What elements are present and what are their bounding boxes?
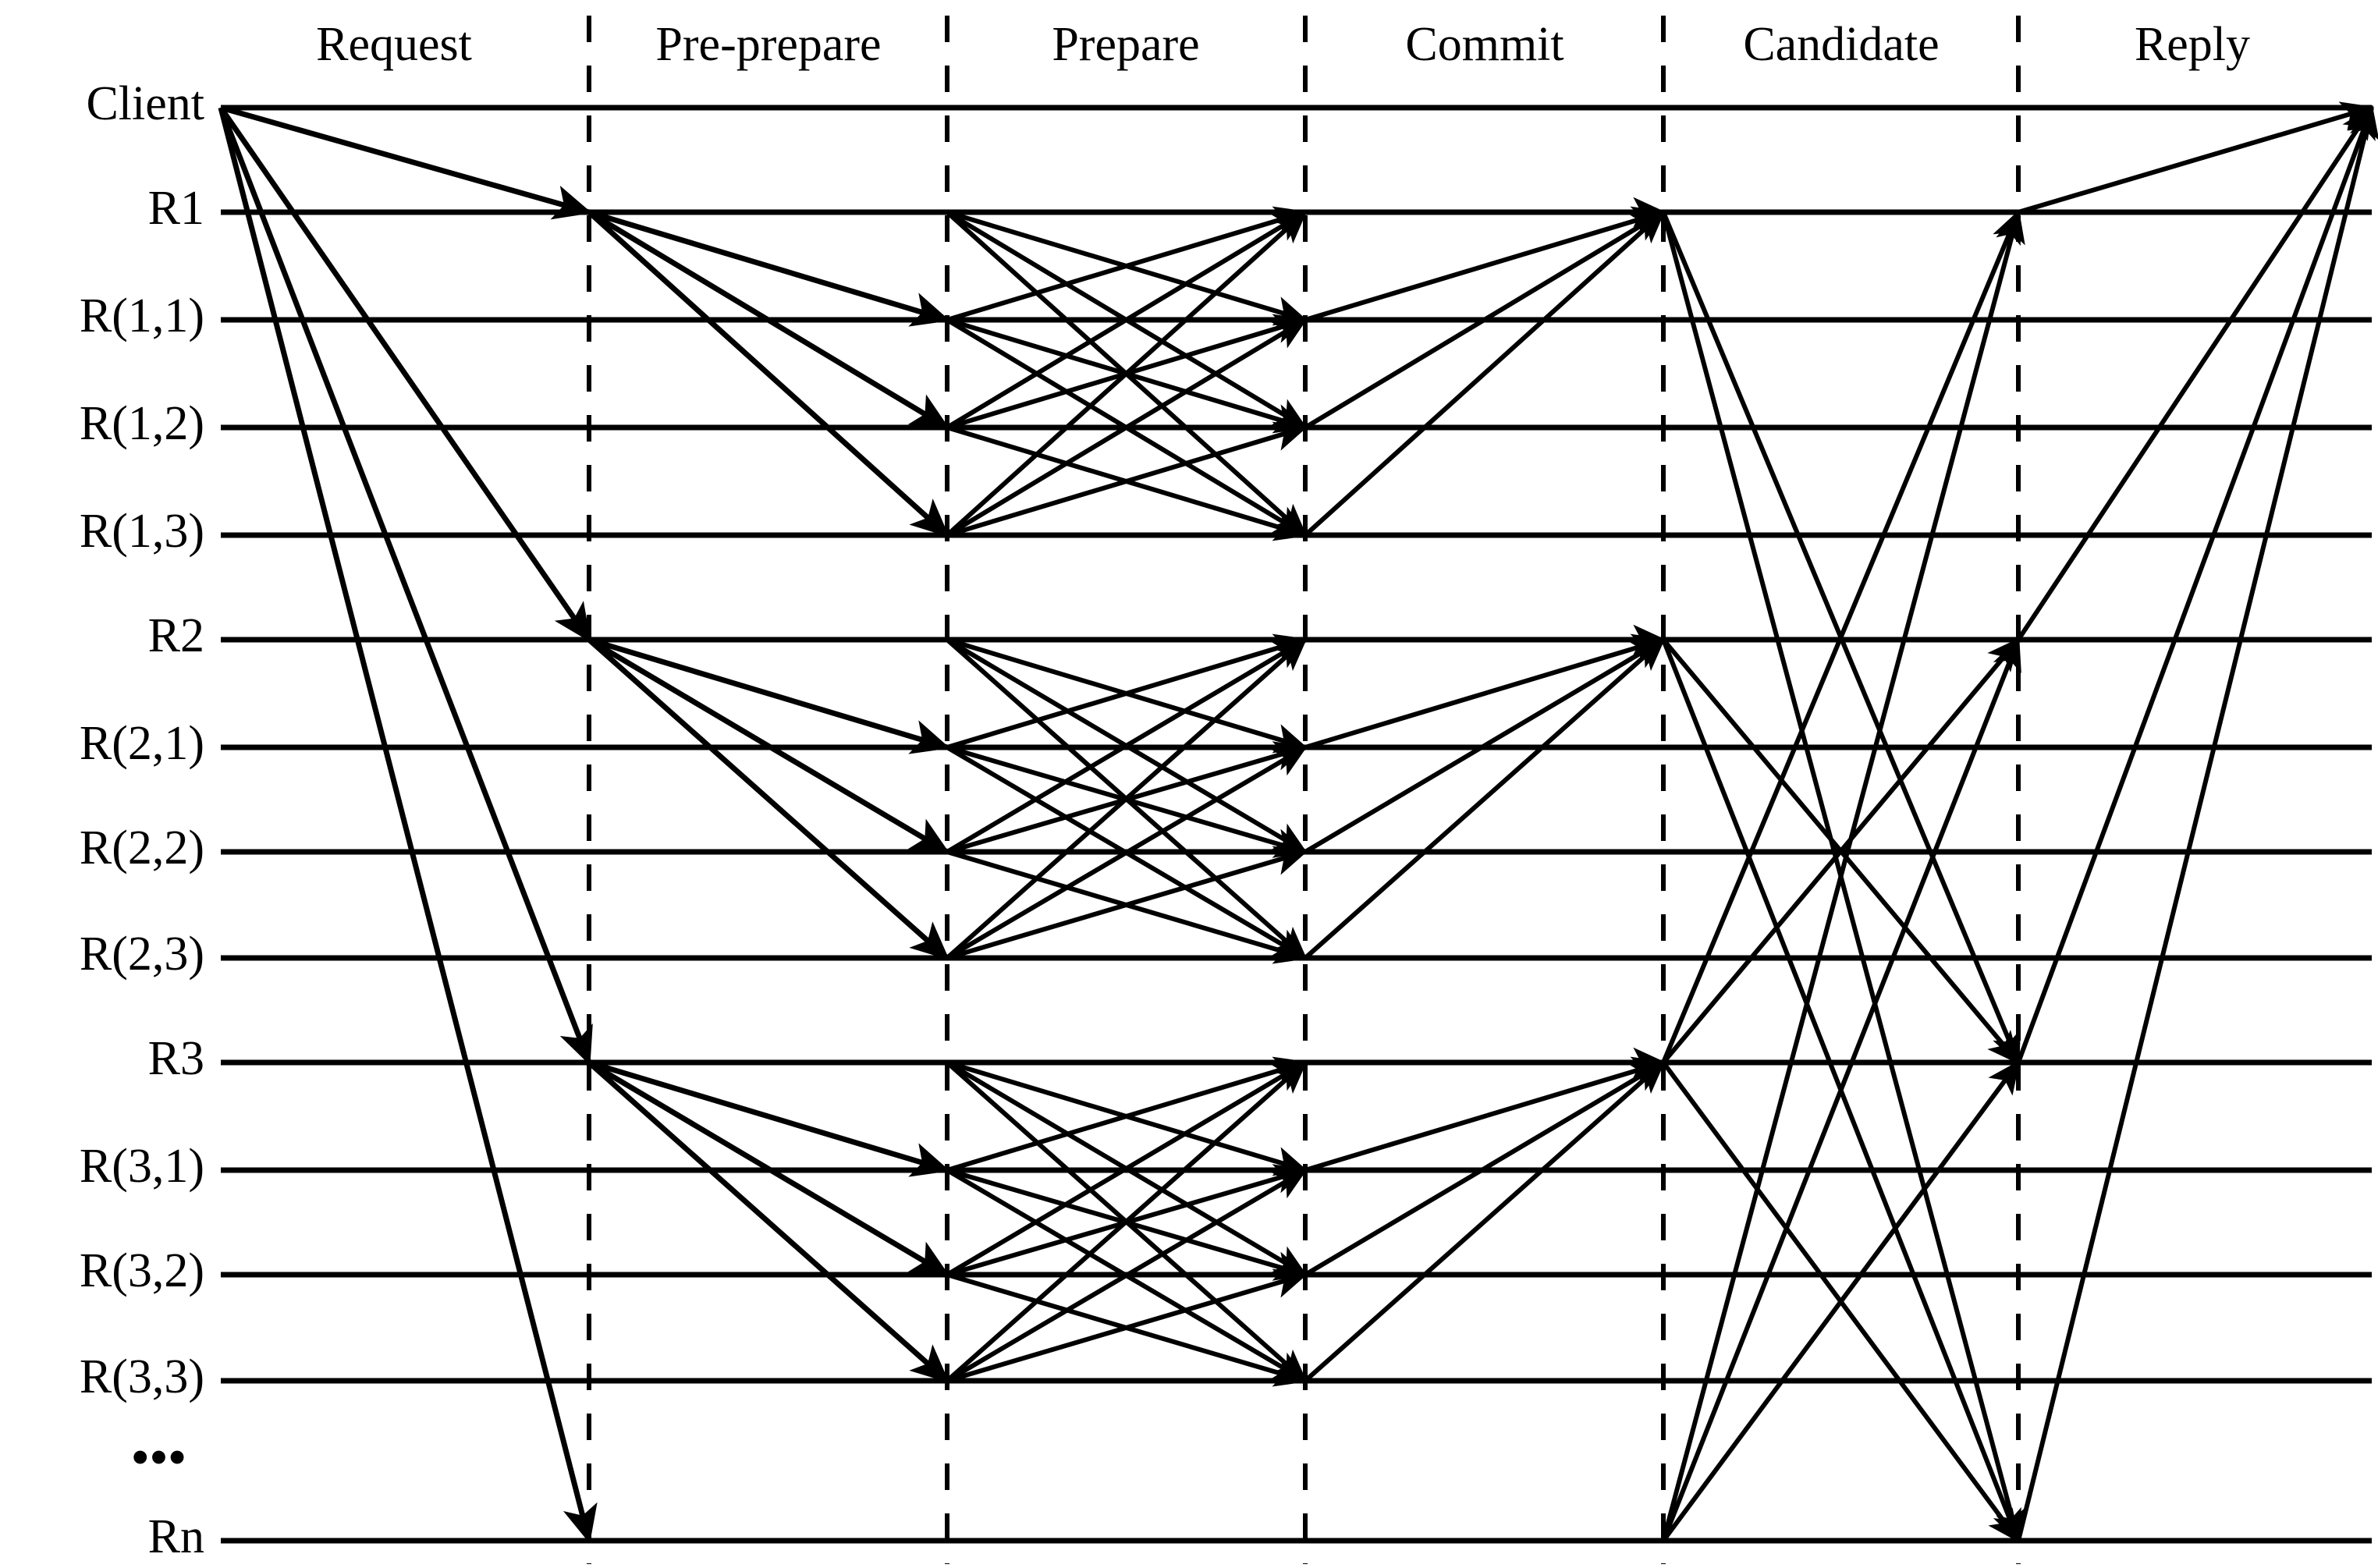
phase-dividers-group (587, 16, 2021, 1564)
msg-candidate-r1-to-r3 (1661, 211, 2021, 1066)
msg-prepare-r23-to-r2 (946, 637, 1308, 960)
lane-label-r2: R2 (147, 609, 204, 662)
phase-label-commit: Commit (1405, 18, 1564, 71)
phase-label-prepare: Prepare (1052, 18, 1200, 71)
msg-preprepare-r3-to-r31 (587, 1059, 950, 1177)
msg-prepare-r32-to-r3 (946, 1060, 1308, 1277)
lane-label-client: Client (86, 77, 204, 130)
msg-prepare-r31-to-r3 (946, 1056, 1308, 1172)
msg-prepare-r33-to-r3 (946, 1060, 1308, 1383)
msg-request-client-to-rn (218, 107, 598, 1544)
msg-preprepare-r3-to-r32 (587, 1059, 950, 1278)
msg-reply-r2-to-client (2016, 105, 2374, 641)
msg-commit-r23-to-r2 (1304, 637, 1666, 960)
msg-commit-r11-to-r1 (1304, 206, 1666, 322)
msg-preprepare-r2-to-r22 (587, 637, 950, 855)
msg-reply-r1-to-client (2018, 101, 2375, 215)
msg-commit-r32-to-r3 (1304, 1060, 1666, 1277)
msg-commit-r31-to-r3 (1304, 1056, 1666, 1172)
msg-candidate-r2-to-rn (1661, 638, 2021, 1544)
msg-preprepare-r3-to-r33 (587, 1060, 949, 1383)
msg-commit-r13-to-r1 (1303, 210, 1666, 537)
msg-prepare-r33-to-r31 (946, 1168, 1308, 1383)
lane-label-r13: R(1,3) (79, 505, 204, 558)
lane-label-r21: R(2,1) (79, 717, 204, 770)
msg-commit-r12-to-r1 (1304, 210, 1666, 430)
msg-preprepare-r1-to-r13 (587, 210, 949, 537)
msg-prepare-r12-to-r1 (946, 210, 1308, 430)
msg-preprepare-r2-to-r23 (587, 637, 949, 960)
phase-label-pre-prepare: Pre-prepare (655, 18, 882, 71)
msg-preprepare-r1-to-r11 (587, 209, 950, 327)
lane-label-r33: R(3,3) (79, 1350, 204, 1403)
msg-prepare-r13-to-r11 (946, 318, 1308, 537)
lane-label-r11: R(1,1) (79, 289, 204, 342)
msg-candidate-rn-to-r3 (1661, 1060, 2021, 1542)
msg-request-client-to-r3 (218, 106, 593, 1066)
phase-label-reply: Reply (2134, 18, 2251, 71)
msg-commit-r21-to-r2 (1304, 633, 1666, 750)
lane-ellipsis: ••• (131, 1431, 187, 1485)
lane-label-rn: Rn (147, 1510, 204, 1563)
lane-label-r32: R(3,2) (79, 1244, 204, 1297)
msg-prepare-r13-to-r12 (946, 421, 1308, 537)
msg-prepare-r11-to-r1 (946, 206, 1308, 322)
msg-reply-r3-to-client (2016, 105, 2376, 1064)
msg-commit-r33-to-r3 (1304, 1060, 1666, 1383)
lane-label-r31: R(3,1) (79, 1140, 204, 1193)
lane-label-r23: R(2,3) (79, 928, 204, 981)
lane-label-r12: R(1,2) (79, 397, 204, 450)
msg-request-client-to-r1 (220, 105, 592, 220)
lane-label-r22: R(2,2) (79, 821, 204, 874)
msg-prepare-r33-to-r32 (946, 1268, 1308, 1383)
lane-label-r3: R3 (147, 1032, 204, 1085)
msg-prepare-r23-to-r21 (946, 745, 1308, 960)
msg-prepare-r22-to-r2 (946, 637, 1308, 854)
messages-group (218, 101, 2378, 1544)
lane-label-r1: R1 (147, 182, 204, 235)
msg-prepare-r23-to-r22 (946, 846, 1308, 960)
msg-preprepare-r1-to-r12 (587, 210, 950, 430)
msg-commit-r22-to-r2 (1304, 637, 1666, 854)
phase-label-candidate: Candidate (1743, 18, 1940, 71)
phase-label-request: Request (316, 18, 472, 71)
msg-candidate-r1-to-rn (1661, 211, 2025, 1544)
msg-request-client-to-r2 (218, 106, 591, 643)
msg-prepare-r21-to-r2 (946, 633, 1308, 750)
msg-candidate-r2-to-r3 (1661, 638, 2021, 1065)
msg-prepare-r13-to-r1 (945, 210, 1308, 537)
msg-preprepare-r2-to-r21 (587, 637, 950, 754)
msg-reply-rn-to-client (2016, 105, 2378, 1541)
